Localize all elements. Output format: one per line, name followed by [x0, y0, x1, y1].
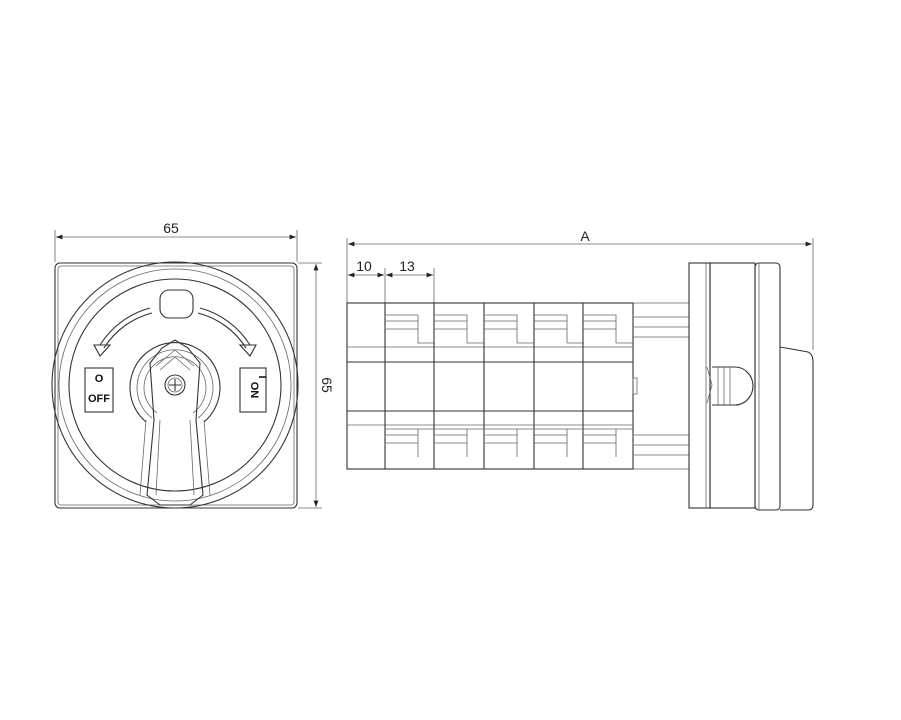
height-dimension-label: 65 [319, 377, 335, 393]
contact-terminal [583, 428, 633, 457]
on-label: ON [248, 382, 260, 399]
off-label: OFF [88, 393, 110, 405]
indicator-window [159, 289, 194, 319]
off-label-box: O OFF [84, 367, 114, 413]
overall-length-label: A [580, 228, 590, 244]
contact-terminal [385, 428, 435, 457]
contact-terminal [534, 314, 584, 344]
front-view: 65 65 O OFF ON I [51, 220, 335, 509]
on-label-box: ON I [239, 367, 268, 413]
knob-ring [754, 262, 781, 511]
contact-terminal [434, 314, 484, 344]
contact-block-stack [346, 302, 638, 470]
rotate-left-arrow [99, 307, 151, 346]
contact-terminal [484, 428, 534, 457]
overall-length-dimension: A [346, 228, 814, 350]
dome-indicator [712, 366, 754, 406]
rotate-right-arrow [199, 307, 251, 346]
contact-terminal [434, 428, 484, 457]
first-module-dimension-label: 10 [356, 258, 372, 274]
shaft [633, 302, 689, 470]
module-dimensions: 10 13 [348, 258, 435, 303]
dial-outer-ring [51, 261, 299, 509]
on-symbol: I [256, 375, 268, 378]
off-symbol: O [95, 373, 104, 385]
side-view: A 10 13 [346, 228, 814, 511]
contact-terminal [534, 428, 584, 457]
width-dimension-label: 65 [163, 220, 179, 236]
rotary-handle[interactable] [129, 339, 221, 506]
height-dimension: 65 [298, 262, 335, 509]
contact-terminal [484, 314, 534, 344]
contact-terminal [385, 314, 435, 344]
width-dimension: 65 [54, 220, 298, 262]
module-pitch-dimension-label: 13 [399, 258, 415, 274]
front-flange [688, 262, 814, 511]
contact-terminal [583, 314, 633, 344]
screw-icon [164, 374, 186, 396]
handle-profile [779, 346, 814, 511]
